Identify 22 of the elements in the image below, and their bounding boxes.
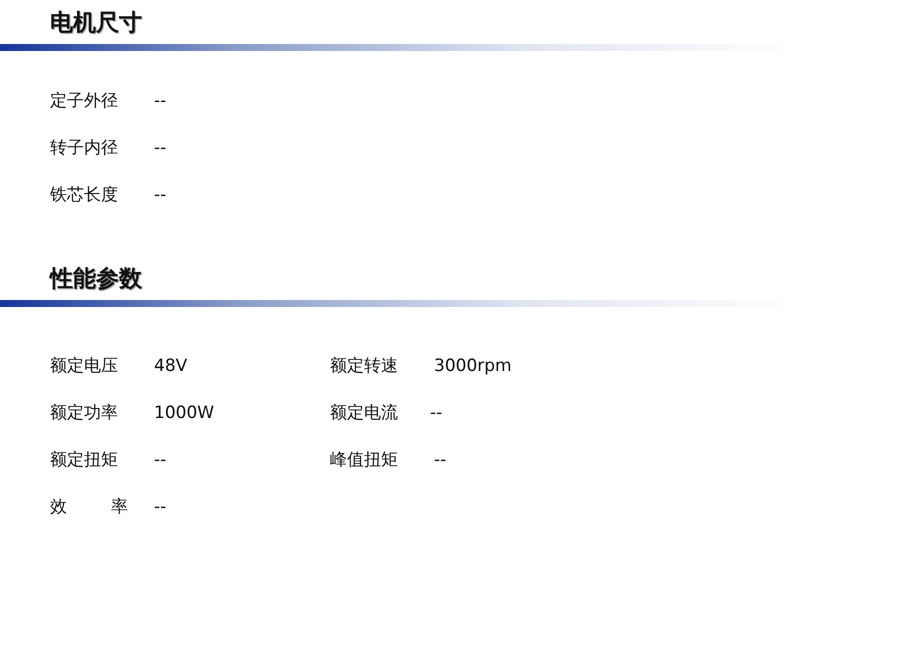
field-value: 48V: [154, 355, 188, 377]
section-heading: 电机尺寸: [50, 9, 142, 38]
field-value: 1000W: [154, 402, 214, 424]
field-label: 额定扭矩: [50, 449, 118, 471]
field-label: 定子外径: [50, 90, 118, 112]
field-value: --: [430, 402, 442, 424]
field-label: 额定功率: [50, 402, 118, 424]
field-value: --: [154, 496, 166, 518]
field-value: --: [154, 449, 166, 471]
field-value: --: [154, 137, 166, 159]
field-value: --: [154, 184, 166, 206]
field-label: 效率: [50, 496, 128, 518]
section-heading: 性能参数: [50, 265, 142, 294]
field-label: 铁芯长度: [50, 184, 118, 206]
field-label: 峰值扭矩: [330, 449, 398, 471]
field-value: 3000rpm: [434, 355, 512, 377]
field-value: --: [434, 449, 446, 471]
field-label: 额定转速: [330, 355, 398, 377]
field-label: 额定电压: [50, 355, 118, 377]
field-value: --: [154, 90, 166, 112]
field-label: 额定电流: [330, 402, 398, 424]
field-label: 转子内径: [50, 137, 118, 159]
